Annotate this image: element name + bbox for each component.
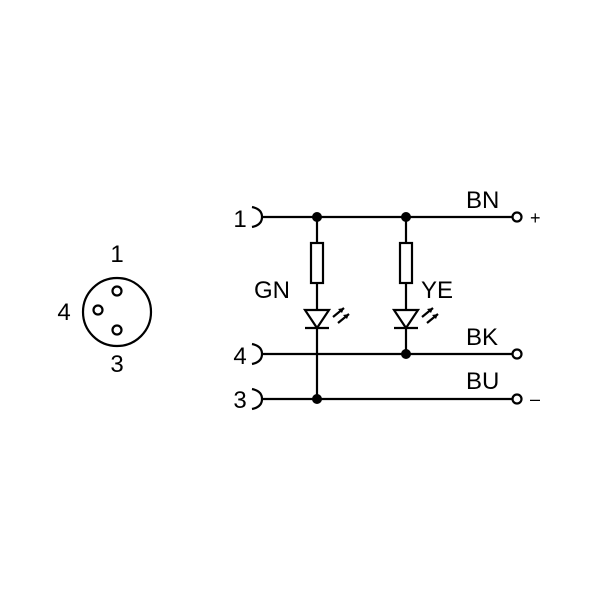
terminal-contact-3 <box>251 387 264 411</box>
terminal-contact-4 <box>251 342 264 366</box>
led-label-gn: GN <box>254 277 290 304</box>
junction-dot <box>312 212 322 222</box>
wire-label-bu: BU <box>466 368 499 395</box>
terminal-label-1: 1 <box>233 206 246 233</box>
led-yellow-icon <box>391 308 421 330</box>
green-led-branch: GN <box>254 217 350 399</box>
polarity-minus: – <box>530 389 540 409</box>
polarity-plus: + <box>530 208 541 228</box>
wire-label-bn: BN <box>466 187 499 214</box>
pin-label-1: 1 <box>110 241 123 268</box>
led-green-icon <box>302 308 332 330</box>
connector-outline <box>81 276 153 348</box>
terminal-label-3: 3 <box>233 387 246 414</box>
resistor-green <box>309 241 325 285</box>
output-terminal-bn <box>511 211 523 223</box>
pin-label-4: 4 <box>57 299 70 326</box>
yellow-led-branch: YE <box>391 217 453 354</box>
connector-face-view: 1 4 3 <box>57 241 153 378</box>
led-label-ye: YE <box>421 277 453 304</box>
schematic: 1 4 3 BN BK BU + – <box>233 187 540 414</box>
pin-label-3: 3 <box>110 351 123 378</box>
wire-label-bk: BK <box>466 324 498 351</box>
terminal-contact-1 <box>251 205 264 229</box>
led-yellow-emission-icon <box>421 307 439 324</box>
output-terminal-bk <box>511 348 523 360</box>
pin-hole-4 <box>92 304 104 316</box>
output-terminal-bu <box>511 393 523 405</box>
resistor-yellow <box>398 241 414 285</box>
led-green-emission-icon <box>332 307 350 324</box>
pin-hole-1 <box>111 285 123 297</box>
junction-dot <box>401 212 411 222</box>
junction-dot <box>312 394 322 404</box>
terminal-label-4: 4 <box>233 343 246 370</box>
pin-hole-3 <box>111 324 123 336</box>
junction-dot <box>401 349 411 359</box>
